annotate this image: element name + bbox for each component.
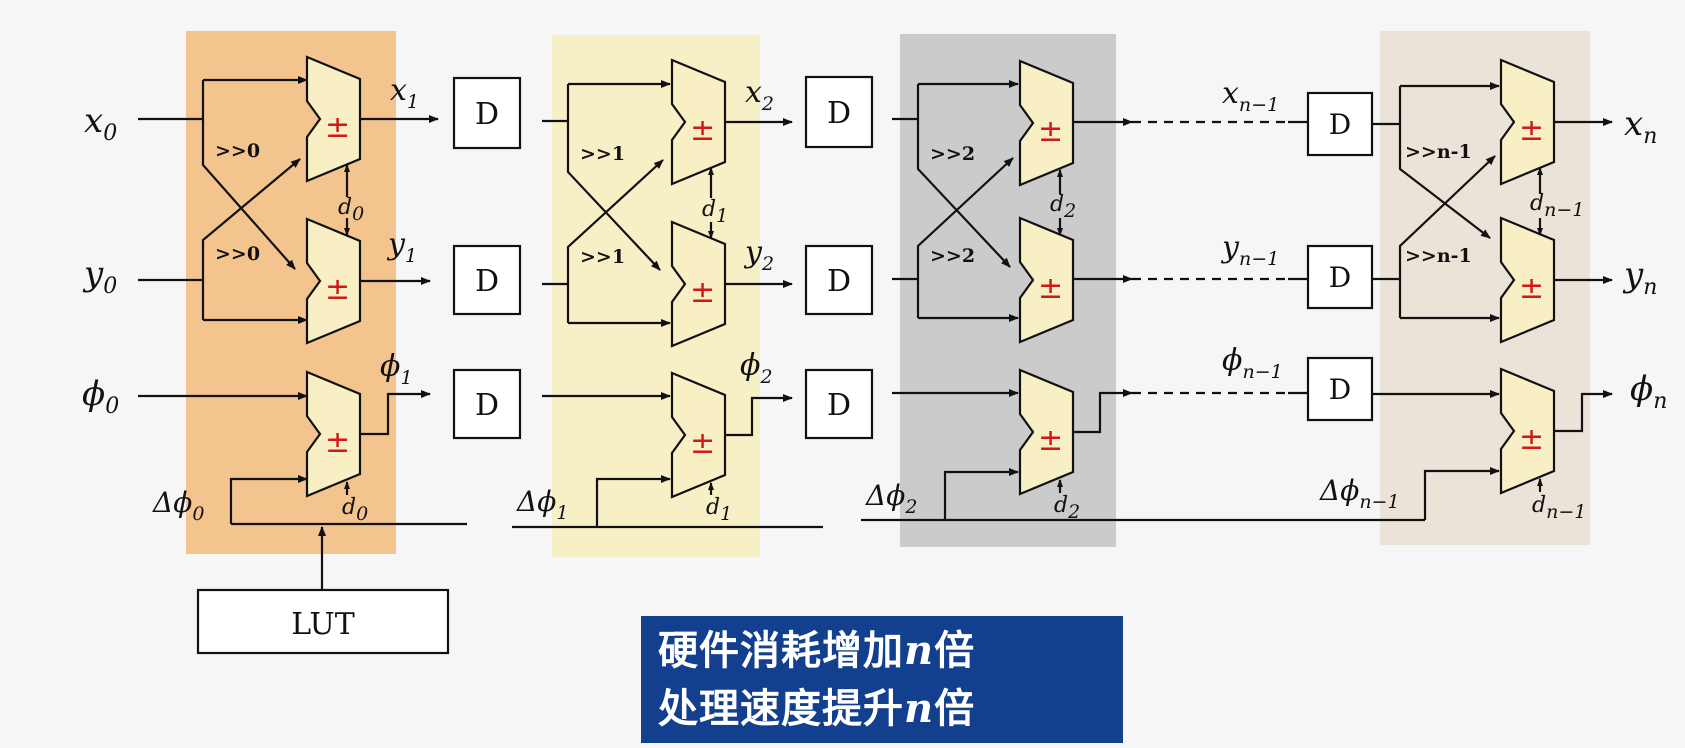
shift-label: >>2 [930, 143, 975, 165]
delay-label: D [475, 388, 499, 423]
direction-label: d2 [1054, 493, 1080, 523]
delta-phi-label: Δϕn−1 [1319, 474, 1400, 513]
stage-2-panel [900, 34, 1116, 547]
delay-box [1306, 244, 1374, 310]
y-n-minus-1-label: yn−1 [1220, 230, 1279, 270]
delay-label: D [475, 97, 499, 132]
output-xn-label: xn [1624, 104, 1657, 149]
stage-y-output-label: y2 [743, 235, 774, 275]
stage-y-output-label: y1 [386, 227, 417, 267]
stage-n: ± ± ± >>n-1 >>n-1 dn−1 dn−1 Δϕn−1 [1319, 58, 1613, 523]
x-n-minus-1-label: xn−1 [1222, 76, 1279, 116]
delay-label: D [475, 264, 499, 299]
pre-final-labels: xn−1 yn−1 ϕn−1 [1220, 76, 1283, 383]
adder-sign: ± [1038, 423, 1063, 458]
stage-0: ± ± ± >>0 >>0 d0 d0 Δϕ0 x1 y1 ϕ1 [138, 55, 467, 590]
delay-label: D [827, 264, 851, 299]
delay-box [452, 76, 522, 150]
stage-2: ± ± ± >>2 >>2 d2 d2 Δϕ2 [861, 59, 1425, 523]
adder-sign: ± [325, 425, 350, 460]
lut-label: LUT [291, 607, 355, 642]
delay-label: D [1329, 373, 1351, 406]
banner-line-speed: 处理速度提升n倍 [658, 685, 976, 732]
delay-label: D [827, 388, 851, 423]
direction-label: d1 [706, 495, 732, 525]
direction-label: dn−1 [1530, 191, 1584, 221]
delay-box [804, 368, 874, 440]
phi-n-minus-1-label: ϕn−1 [1222, 343, 1283, 383]
lut-box [196, 588, 450, 655]
delay-label: D [827, 96, 851, 131]
adder-sign: ± [1038, 114, 1063, 149]
summary-banner: 硬件消耗增加n倍 处理速度提升n倍 [641, 616, 1123, 743]
shift-label: >>n-1 [1405, 245, 1472, 267]
shift-label: >>0 [215, 140, 260, 162]
delay-box [1306, 91, 1374, 157]
delta-phi-label: Δϕ2 [865, 479, 917, 518]
input-y0-label: y0 [82, 254, 117, 299]
direction-label: dn−1 [1532, 493, 1586, 523]
output-phin-label: ϕn [1630, 369, 1667, 414]
delay-box [1306, 356, 1374, 422]
stage-n-panel [1380, 31, 1590, 545]
adder-sign: ± [1038, 271, 1063, 306]
input-phi0-label: ϕ0 [82, 374, 119, 419]
direction-label: d2 [1050, 192, 1076, 222]
stage-phi-output-label: ϕ2 [740, 348, 773, 388]
banner-line-hardware: 硬件消耗增加n倍 [658, 627, 976, 674]
delay-box [452, 244, 522, 316]
shift-label: >>2 [930, 245, 975, 267]
delay-registers: D D D D D D D D D [452, 75, 1374, 440]
delta-phi-label: Δϕ0 [152, 486, 204, 525]
adder-sign: ± [325, 110, 350, 145]
stage-1: ± ± ± >>1 >>1 d1 d1 Δϕ1 x2 y2 ϕ2 [512, 58, 823, 529]
stage-phi-output-label: ϕ1 [380, 349, 413, 389]
direction-label: d1 [702, 197, 728, 227]
delay-label: D [1329, 261, 1351, 294]
direction-label: d0 [338, 195, 364, 225]
adder-sign: ± [690, 113, 715, 148]
adder-sign: ± [690, 275, 715, 310]
delay-label: D [1329, 108, 1351, 141]
adder-sign: ± [1519, 422, 1544, 457]
shift-label: >>n-1 [1405, 141, 1472, 163]
input-x0-label: x0 [84, 101, 117, 146]
adder-sign: ± [325, 272, 350, 307]
delta-phi-label: Δϕ1 [516, 485, 568, 524]
adder-sign: ± [1519, 113, 1544, 148]
direction-label: d0 [342, 495, 368, 525]
adder-sign: ± [1519, 271, 1544, 306]
shift-label: >>1 [580, 143, 625, 165]
shift-label: >>0 [215, 243, 260, 265]
delay-box [804, 244, 874, 316]
delay-box [804, 75, 874, 149]
delay-box [452, 368, 522, 440]
shift-label: >>1 [580, 246, 625, 268]
stage-x-output-label: x2 [745, 75, 774, 115]
output-yn-label: yn [1622, 255, 1657, 300]
adder-sign: ± [690, 426, 715, 461]
stage-0-panel [186, 31, 396, 554]
stage-x-output-label: x1 [390, 73, 419, 113]
